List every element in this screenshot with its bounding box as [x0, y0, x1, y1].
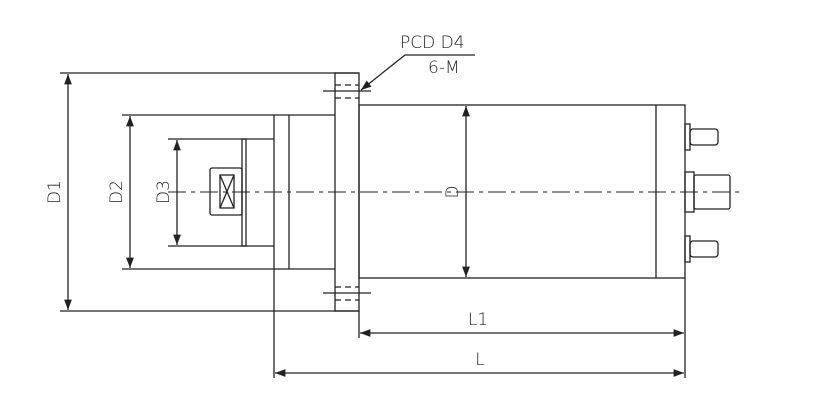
pilot-section: [122, 114, 335, 378]
d3-label: D3: [154, 180, 174, 204]
dimension-lines: [64, 54, 684, 377]
d1-label: D1: [45, 180, 65, 204]
motor-body: [358, 104, 686, 378]
bolt-holes: [323, 84, 371, 301]
d-label: D: [443, 185, 463, 198]
d2-label: D2: [107, 180, 127, 204]
connectors: [684, 123, 731, 263]
l1-label: L1: [468, 310, 488, 330]
pcd-label: PCD D4: [400, 33, 465, 53]
holes-label: 6-M: [428, 58, 460, 78]
l-label: L: [475, 350, 484, 370]
